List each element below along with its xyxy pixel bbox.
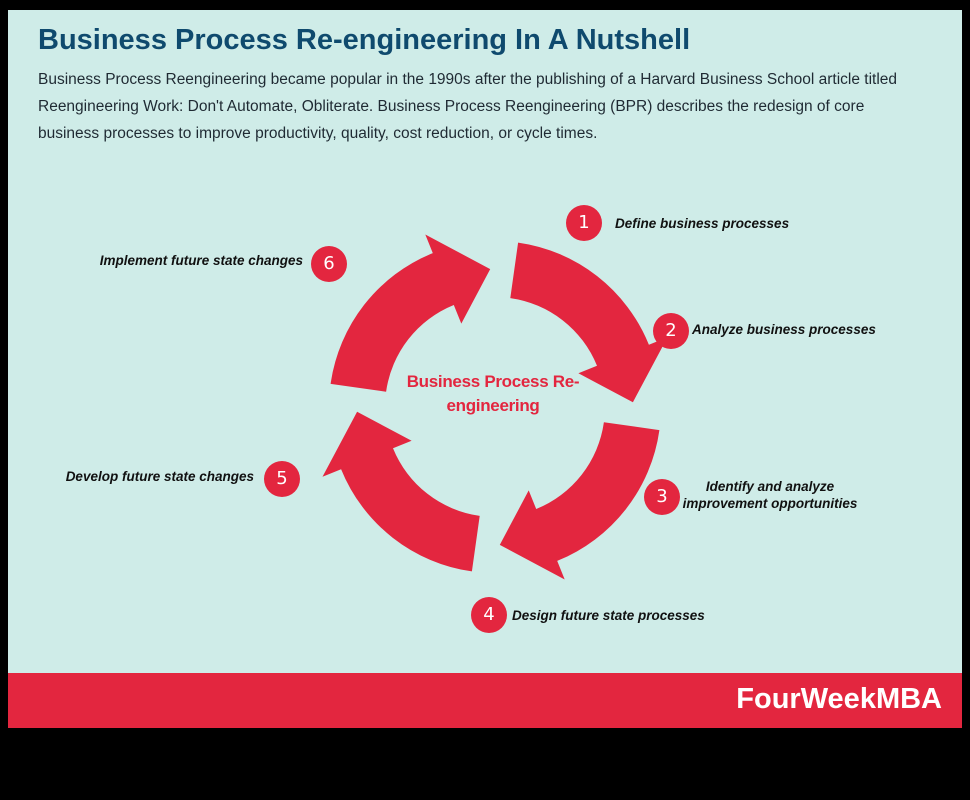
step-5-label: Develop future state changes — [65, 469, 254, 484]
footer-bar: FourWeekMBA — [8, 673, 962, 728]
step-6-badge: 6 — [311, 246, 347, 282]
step-5-badge: 5 — [264, 461, 300, 497]
brand-logo-text: FourWeekMBA — [736, 683, 942, 715]
cycle-center-label: Business Process Re-engineering — [406, 372, 580, 415]
step-1-badge: 1 — [566, 205, 602, 241]
cycle-arrow-top-right — [510, 242, 668, 403]
cycle-arrow-top-left — [330, 234, 491, 392]
cycle-diagram — [322, 234, 668, 580]
infographic-frame: Business Process Re-engineering In A Nut… — [8, 10, 962, 728]
cycle-arrow-bottom-right — [499, 422, 660, 580]
cycle-ring — [322, 234, 668, 580]
cycle-arrow-bottom-left — [322, 411, 480, 572]
step-1-label: Define business processes — [615, 216, 790, 231]
step-6-label: Implement future state changes — [99, 253, 303, 268]
step-2-badge: 2 — [653, 313, 689, 349]
step-2-label: Analyze business processes — [692, 322, 876, 337]
step-4-badge: 4 — [471, 597, 507, 633]
step-3-badge: 3 — [644, 479, 680, 515]
step-4-label: Design future state processes — [512, 608, 705, 623]
step-3-label: Identify and analyze improvement opportu… — [682, 479, 858, 511]
page-title: Business Process Re-engineering In A Nut… — [38, 24, 691, 56]
description-text: Business Process Reengineering became po… — [38, 71, 898, 142]
